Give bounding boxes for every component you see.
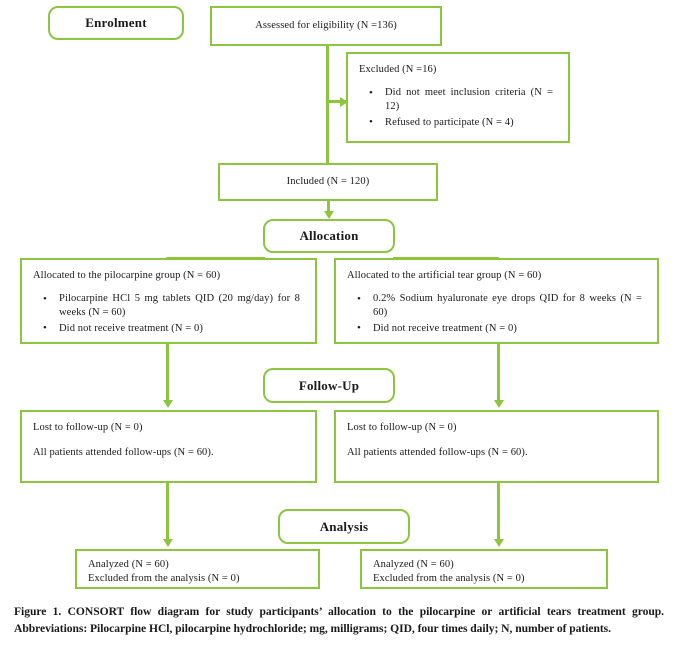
connector-assessed-stem xyxy=(326,46,329,163)
box-followup-artificial-tear-attended: All patients attended follow-ups (N = 60… xyxy=(347,447,528,459)
box-followup-pilocarpine-lost: Lost to follow-up (N = 0) xyxy=(33,422,143,433)
box-analysis-pilocarpine: Analyzed (N = 60) Excluded from the anal… xyxy=(75,549,320,589)
connector-included-arrowhead xyxy=(323,211,334,219)
box-excluded-reason-list: Did not meet inclusion criteria (N = 12)… xyxy=(359,86,557,130)
box-assessed-for-eligibility-text: Assessed for eligibility (N =136) xyxy=(255,19,397,31)
stage-label-analysis-text: Analysis xyxy=(319,518,369,534)
stage-label-analysis: Analysis xyxy=(278,509,410,544)
box-excluded-reason-item: Did not meet inclusion criteria (N = 12) xyxy=(369,86,557,114)
box-allocated-pilocarpine-lead: Allocated to the pilocarpine group (N = … xyxy=(33,270,221,281)
box-included-text: Included (N = 120) xyxy=(286,175,370,187)
stage-label-followup: Follow-Up xyxy=(263,368,395,403)
box-allocated-artificial-tear-item: 0.2% Sodium hyaluronate eye drops QID fo… xyxy=(357,292,646,320)
box-allocated-artificial-tear-lead: Allocated to the artificial tear group (… xyxy=(347,270,542,281)
stage-label-followup-text: Follow-Up xyxy=(298,377,360,393)
box-followup-artificial-tear: Lost to follow-up (N = 0) All patients a… xyxy=(334,410,659,483)
connector-allocation-to-followup-left xyxy=(166,344,169,402)
box-excluded-title: Excluded (N =16) xyxy=(359,64,437,75)
connector-followup-to-analysis-right xyxy=(497,483,500,540)
box-analysis-artificial-tear-excluded: Excluded from the analysis (N = 0) xyxy=(373,573,525,585)
box-allocated-pilocarpine-item: Did not receive treatment (N = 0) xyxy=(43,321,304,336)
box-analysis-pilocarpine-excluded: Excluded from the analysis (N = 0) xyxy=(88,573,240,585)
connector-allocation-to-followup-right-arrowhead xyxy=(493,400,504,408)
box-analysis-artificial-tear: Analyzed (N = 60) Excluded from the anal… xyxy=(360,549,608,589)
stage-label-allocation-text: Allocation xyxy=(299,228,359,244)
connector-followup-to-analysis-right-arrowhead xyxy=(493,539,504,547)
box-followup-artificial-tear-lost: Lost to follow-up (N = 0) xyxy=(347,422,457,433)
stage-label-enrolment: Enrolment xyxy=(48,6,184,40)
connector-allocation-to-followup-right xyxy=(497,344,500,402)
box-excluded: Excluded (N =16) Did not meet inclusion … xyxy=(346,52,570,143)
box-excluded-reason-item: Refused to participate (N = 4) xyxy=(369,115,557,130)
figure-caption: Figure 1. CONSORT flow diagram for study… xyxy=(14,605,664,635)
box-followup-pilocarpine: Lost to follow-up (N = 0) All patients a… xyxy=(20,410,317,483)
box-allocated-artificial-tear-item: Did not receive treatment (N = 0) xyxy=(357,321,646,336)
connector-allocation-to-followup-left-arrowhead xyxy=(162,400,173,408)
box-analysis-pilocarpine-analyzed: Analyzed (N = 60) xyxy=(88,559,169,570)
box-followup-pilocarpine-attended: All patients attended follow-ups (N = 60… xyxy=(33,447,214,459)
stage-label-allocation: Allocation xyxy=(263,219,395,253)
box-included: Included (N = 120) xyxy=(218,163,438,201)
box-assessed-for-eligibility: Assessed for eligibility (N =136) xyxy=(210,6,442,46)
box-analysis-artificial-tear-analyzed: Analyzed (N = 60) xyxy=(373,559,454,570)
connector-followup-to-analysis-left-arrowhead xyxy=(162,539,173,547)
box-allocated-artificial-tear-list: 0.2% Sodium hyaluronate eye drops QID fo… xyxy=(347,292,646,336)
connector-included-to-allocation xyxy=(327,201,330,213)
connector-excluded-branch xyxy=(326,100,346,103)
connector-excluded-arrowhead xyxy=(340,96,348,107)
box-allocated-pilocarpine-list: Pilocarpine HCl 5 mg tablets QID (20 mg/… xyxy=(33,292,304,336)
box-allocated-pilocarpine-item: Pilocarpine HCl 5 mg tablets QID (20 mg/… xyxy=(43,292,304,320)
stage-label-enrolment-text: Enrolment xyxy=(85,15,147,31)
box-allocated-pilocarpine: Allocated to the pilocarpine group (N = … xyxy=(20,258,317,344)
connector-followup-to-analysis-left xyxy=(166,483,169,540)
box-allocated-artificial-tear: Allocated to the artificial tear group (… xyxy=(334,258,659,344)
